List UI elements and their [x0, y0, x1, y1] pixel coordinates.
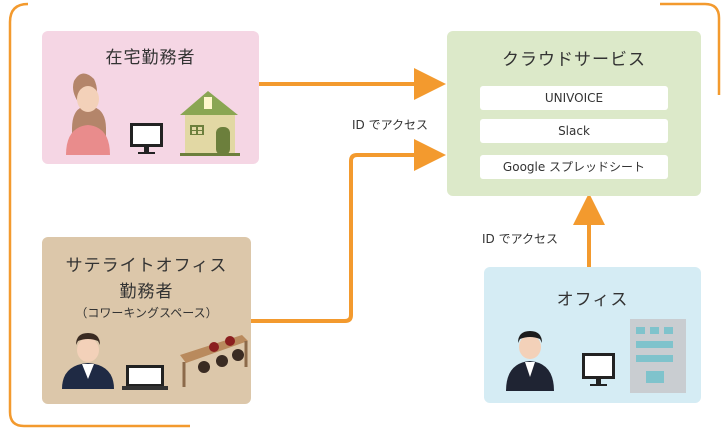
- arrow-satellite-to-cloud: [251, 139, 446, 323]
- id-access-label-right: ID でアクセス: [482, 232, 558, 246]
- office-title: オフィス: [556, 290, 629, 310]
- id-access-label-top: ID でアクセス: [352, 118, 428, 132]
- cloud-services-title: クラウドサービス: [502, 50, 646, 70]
- outer-frame-right: [660, 2, 721, 95]
- monitor-icon: [130, 123, 163, 154]
- service-slack: Slack: [480, 119, 668, 143]
- satellite-title-line2: 勤務者: [119, 282, 174, 302]
- office-box: オフィス: [484, 267, 701, 403]
- office-illustration: [506, 319, 686, 393]
- laptop-icon: [122, 365, 168, 390]
- businessman-icon: [506, 331, 554, 391]
- outer-frame-left: [8, 2, 190, 428]
- satellite-title-line1: サテライトオフィス: [65, 256, 228, 276]
- home-worker-title: 在宅勤務者: [105, 48, 196, 68]
- satellite-illustration: [62, 333, 248, 390]
- conference-table-icon: [180, 335, 248, 387]
- service-univoice: UNIVOICE: [480, 86, 668, 110]
- monitor-icon: [582, 353, 615, 386]
- satellite-subtitle: （コワーキングスペース）: [75, 306, 218, 320]
- satellite-worker-box: サテライトオフィス 勤務者 （コワーキングスペース）: [42, 237, 251, 404]
- cloud-services-box: クラウドサービス UNIVOICE Slack Google スプレッドシート: [447, 31, 701, 196]
- service-google-sheets: Google スプレッドシート: [480, 155, 668, 179]
- woman-icon: [66, 73, 110, 155]
- man-icon: [62, 333, 114, 389]
- home-illustration: [66, 73, 240, 156]
- home-worker-box: 在宅勤務者: [42, 31, 259, 164]
- office-building-icon: [630, 319, 686, 393]
- house-icon: [180, 91, 240, 156]
